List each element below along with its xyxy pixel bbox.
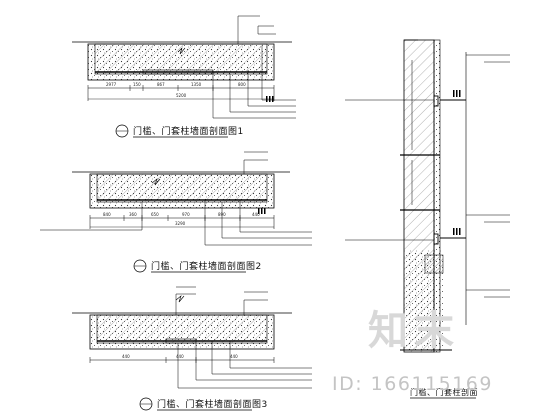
section-3-concrete xyxy=(96,314,268,344)
section-3-dim-b: 440 xyxy=(176,354,184,359)
elevation-leaders xyxy=(345,54,510,298)
section-1-leaders xyxy=(212,15,296,119)
section-2-dim-b: 360 xyxy=(129,212,137,217)
section-1-dim-a: 2977 xyxy=(106,82,117,87)
section-1: 2977 150 867 1350 800 5200 门槛、门套柱墙面剖面图1 xyxy=(72,15,296,138)
elevation-title: 门槛、门套柱剖面 xyxy=(410,387,478,397)
section-2-dim-c: 650 xyxy=(151,212,159,217)
section-1-dim-e: 800 xyxy=(238,82,246,87)
section-1-dim-d: 1350 xyxy=(191,82,202,87)
section-3: 440 440 440 门槛、门套柱墙面剖面图3 xyxy=(72,286,312,411)
section-1-dim-c: 867 xyxy=(157,82,165,87)
section-3-dim-c: 440 xyxy=(230,354,238,359)
watermark-id: ID: 166115169 xyxy=(332,373,493,395)
elevation-footing-dense xyxy=(424,254,444,274)
section-3-dim-a: 440 xyxy=(122,354,130,359)
watermark: 知末 ID: 166115169 xyxy=(332,308,493,395)
section-1-break-mark xyxy=(177,47,186,55)
section-3-title: 门槛、门套柱墙面剖面图3 xyxy=(157,398,268,410)
section-2: 840 360 650 970 890 440 3290 门槛、门套柱墙面剖面图… xyxy=(40,151,312,273)
section-2-break-mark xyxy=(151,178,161,186)
section-1-concrete xyxy=(94,43,268,75)
section-3-leaders xyxy=(175,286,312,389)
section-2-dim-d: 970 xyxy=(182,212,190,217)
elevation-section: 门槛、门套柱剖面 xyxy=(345,39,510,399)
section-1-title: 门槛、门套柱墙面剖面图1 xyxy=(133,125,244,137)
section-3-channel xyxy=(165,338,197,344)
section-3-break-mark xyxy=(175,295,185,303)
section-2-dim-f: 440 xyxy=(252,212,260,217)
section-2-dim-a: 840 xyxy=(103,212,111,217)
section-2-dim-total: 3290 xyxy=(175,221,186,226)
section-2-concrete xyxy=(96,173,268,203)
section-2-leaders xyxy=(40,151,312,246)
elevation-brackets xyxy=(433,95,466,245)
section-1-dim-b: 150 xyxy=(133,82,141,87)
section-1-dim-total: 5200 xyxy=(176,93,187,98)
elevation-cladding xyxy=(433,39,441,353)
section-2-title: 门槛、门套柱墙面剖面图2 xyxy=(151,260,262,272)
watermark-logo: 知末 xyxy=(368,308,460,354)
